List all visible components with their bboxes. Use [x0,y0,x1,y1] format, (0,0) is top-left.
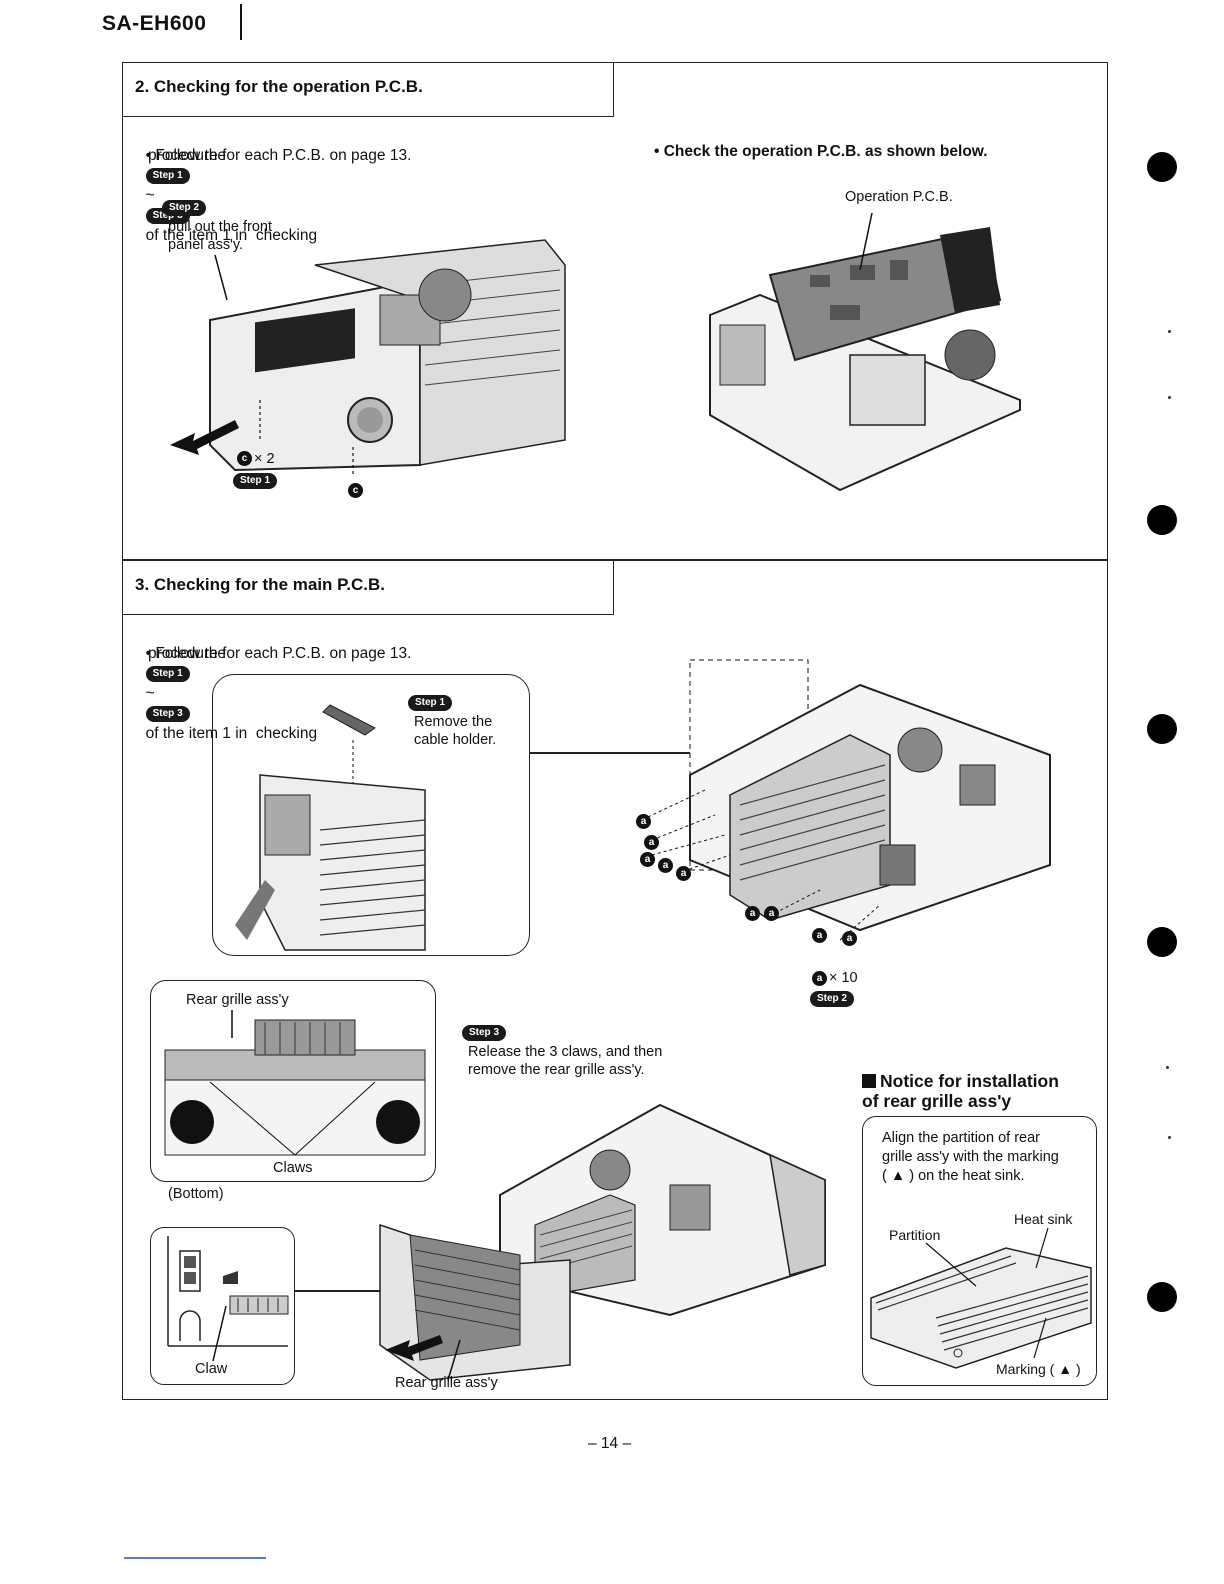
rear-grille-label: Rear grille ass'y [186,992,289,1008]
section2-instruction-line2: procedure for each P.C.B. on page 13. [148,147,412,164]
screw-a-icon-8: a [812,928,827,943]
screw-count-label: × 2 [254,451,275,467]
header-divider [240,4,242,40]
step2-instruction: pull out the front panel ass'y. [168,219,272,253]
notice-bullet-icon [862,1074,876,1088]
step1-badge-lower: Step 1 [233,472,278,490]
margin-hole-2 [1147,505,1177,535]
follow-prefix: • Follow the [145,147,227,164]
footer-blue-line [124,1557,266,1559]
screw-a-icon-7: a [764,906,779,921]
step1-badge-callout: Step 1 [408,694,453,712]
bottom-view-label: (Bottom) [168,1186,224,1202]
screw-a-icon-5: a [676,866,691,881]
step2-badge: Step 2 [162,199,207,217]
operation-pcb-illustration [709,212,1021,492]
heat-sink-label: Heat sink [1014,1211,1073,1227]
screw-a-count-label: × 10 [829,970,858,986]
partition-label: Partition [889,1227,941,1243]
content-frame [122,62,1108,1400]
screw-a-icon-6: a [745,906,760,921]
step3-badge: Step 3 [145,705,190,722]
step1-badge: Step 1 [145,167,190,184]
margin-hole-3 [1147,714,1177,744]
step3-badge-main: Step 3 [462,1024,507,1042]
screw-a-icon-9: a [842,931,857,946]
tilde: ~ [145,187,155,204]
screw-c-icon: c [237,451,252,466]
front-panel-illustration [170,239,566,475]
margin-hole-5 [1147,1282,1177,1312]
step1-callout-text: Remove the cable holder. [414,714,497,748]
model-number: SA-EH600 [102,12,207,35]
margin-hole-4 [1147,927,1177,957]
screw-a-icon-3: a [640,852,655,867]
margin-speck-3 [1166,1066,1169,1069]
rear-grille-bottom-illustration [164,1010,426,1156]
screw-a-icon-4: a [658,858,673,873]
margin-speck-2 [1168,396,1171,399]
page-number: – 14 – [588,1435,632,1452]
section3-instruction-line2: procedure for each P.C.B. on page 13. [148,645,412,662]
rear-grille-removal-illustration [379,1103,826,1381]
screw-a-icon-2: a [644,835,659,850]
cable-holder-illustration [235,704,426,951]
section-divider [122,559,1108,561]
claw-label: Claw [195,1361,228,1377]
section2-title: 2. Checking for the operation P.C.B. [122,62,614,117]
follow-prefix: • Follow the [145,645,227,662]
operation-pcb-label: Operation P.C.B. [845,189,953,205]
follow-suffix: of the item 1 in checking [145,227,318,244]
tilde: ~ [145,685,155,702]
margin-speck-4 [1168,1136,1171,1139]
notice-body: Align the partition of rear grille ass'y… [882,1130,1059,1184]
callout-connector [530,752,690,754]
screw-c-icon-2: c [348,483,363,498]
step2-badge-main: Step 2 [810,990,855,1008]
claws-label: Claws [273,1160,313,1176]
claw-detail-illustration [167,1236,289,1362]
margin-speck-1 [1168,330,1171,333]
check-operation-text: • Check the operation P.C.B. as shown be… [654,143,988,160]
screw-a-icon-1: a [636,814,651,829]
notice-box [862,1116,1097,1386]
marking-label: Marking ( ▲ ) [996,1361,1081,1377]
section3-instruction: • Follow the Step 1 ~ Step 3 of the item… [137,624,317,744]
screw-a-icon-10: a [812,971,827,986]
cable-holder-callout [212,674,530,956]
rear-grille-bottom-view [150,980,436,1182]
margin-hole-1 [1147,152,1177,182]
step3-instruction: Release the 3 claws, and then remove the… [468,1044,663,1078]
section3-title: 3. Checking for the main P.C.B. [122,560,614,615]
main-pcb-illustration [647,659,1051,941]
claw-connector [295,1290,385,1292]
heat-sink-illustration [870,1227,1092,1369]
rear-grille-bottom-label: Rear grille ass'y [395,1375,498,1391]
follow-suffix: of the item 1 in checking [145,725,318,742]
claw-detail-box [150,1227,295,1385]
notice-heading: Notice for installation of rear grille a… [862,1071,1059,1111]
step1-badge: Step 1 [145,665,190,682]
